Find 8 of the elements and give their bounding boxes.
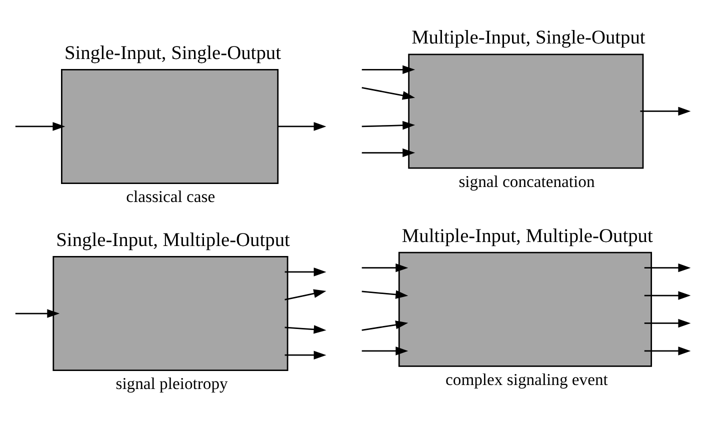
- node-label: Multiple-Input, Multiple-Output: [402, 225, 653, 246]
- node-label: complex signaling event: [446, 370, 608, 389]
- node-label: signal concatenation: [458, 171, 595, 190]
- node-label: classical case: [126, 186, 216, 206]
- node-label: Single-Input, Single-Output: [64, 42, 281, 64]
- node-label: signal pleiotropy: [116, 374, 228, 393]
- node-label: Multiple-Input, Single-Output: [412, 27, 646, 48]
- node-label: Single-Input, Multiple-Output: [56, 229, 290, 250]
